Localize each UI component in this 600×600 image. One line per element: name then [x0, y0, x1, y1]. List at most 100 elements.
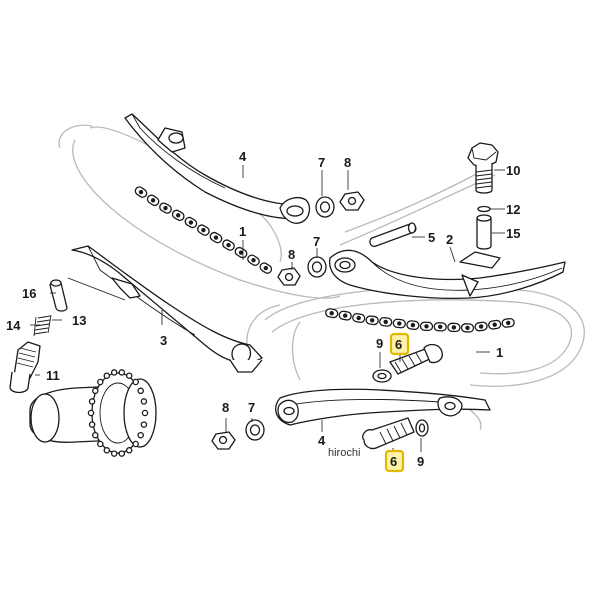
bushing-7-upper	[315, 196, 335, 218]
sprocket-tooth	[141, 409, 149, 417]
sprocket-tooth	[125, 447, 133, 454]
sprocket-tooth	[97, 378, 104, 386]
sprocket-tooth	[118, 450, 126, 457]
callout-4-upper: 4	[239, 149, 247, 164]
chain-link	[488, 319, 502, 330]
callout-1-lower: 1	[496, 345, 503, 360]
callout-7-middle: 7	[313, 234, 320, 249]
ghost-chain-outline-right	[246, 286, 585, 431]
upper-guide-rail	[124, 113, 311, 224]
callout-13: 13	[72, 313, 86, 328]
pin-16	[49, 279, 68, 312]
callout-6-upper: 6	[395, 337, 402, 352]
sprocket-tooth	[88, 421, 96, 428]
tensioner-plug-bolt	[467, 142, 499, 194]
o-ring-12	[477, 205, 491, 213]
callout-8-middle: 8	[288, 247, 295, 262]
spring-13	[33, 314, 52, 337]
sprocket-tooth	[110, 369, 118, 376]
sprocket-tooth	[140, 421, 148, 428]
callout-9-lower: 9	[417, 454, 424, 469]
callout-12: 12	[506, 202, 520, 217]
chain-link	[406, 320, 420, 330]
timing-chain-upper	[134, 186, 273, 274]
callout-5: 5	[428, 230, 435, 245]
sprocket-tooth	[132, 378, 139, 386]
callout-4-lower: 4	[318, 433, 326, 448]
timing-chain-lower	[325, 308, 515, 333]
sprocket-tooth	[137, 387, 144, 395]
chain-link	[197, 224, 210, 236]
chain-link	[338, 310, 352, 321]
chain-link	[171, 209, 185, 221]
chain-tensioner-rail	[329, 249, 566, 300]
tensioner-piston-11	[9, 341, 41, 394]
callout-15: 15	[506, 226, 520, 241]
sprocket-tooth	[92, 431, 99, 439]
callout-14: 14	[6, 318, 21, 333]
leader-lines	[30, 165, 505, 455]
sprocket-tooth	[125, 372, 133, 379]
chain-link	[247, 254, 260, 266]
sprocket-tooth	[103, 372, 111, 379]
callout-7-upper: 7	[318, 155, 325, 170]
sprocket-tooth	[140, 398, 148, 405]
washer-9-upper	[372, 369, 392, 383]
sprocket-tooth	[103, 447, 111, 454]
bolt-6-upper	[389, 343, 443, 375]
sprocket-tooth	[87, 409, 95, 417]
sprocket-tooth	[118, 369, 126, 376]
sprocket-tooth	[137, 431, 144, 439]
lower-guide-rail	[275, 388, 491, 426]
highlight-box-part-6-upper	[389, 332, 410, 356]
callout-16: 16	[22, 286, 36, 301]
highlight-box-part-6-lower	[384, 449, 405, 473]
chain-link	[501, 317, 515, 328]
bushing-7-lower	[245, 419, 265, 441]
chain-link	[419, 321, 434, 332]
sprocket-tooth	[92, 387, 99, 395]
ghost-chain-outline-upper-right	[339, 171, 496, 246]
washer-9-lower	[415, 419, 429, 437]
sleeve-15	[476, 214, 492, 250]
circlip-8-lower	[211, 431, 236, 450]
sprocket-tooth	[132, 440, 139, 448]
chain-link	[460, 323, 475, 333]
dowel-pin	[369, 222, 417, 247]
callout-8-lower: 8	[222, 400, 229, 415]
chain-link	[379, 317, 393, 327]
chain-link	[447, 322, 461, 333]
chain-link	[234, 246, 248, 259]
callout-10: 10	[506, 163, 520, 178]
chain-link	[222, 239, 235, 251]
watermark: hirochi	[328, 447, 360, 459]
chain-link	[134, 186, 148, 198]
chain-link	[392, 318, 406, 329]
sprocket-tooth	[97, 440, 104, 448]
chain-link	[259, 262, 273, 274]
bolt-6-lower	[362, 417, 415, 450]
chain-link	[159, 202, 172, 214]
callout-8-upper: 8	[344, 155, 351, 170]
callout-9-upper: 9	[376, 336, 383, 351]
bushing-7-middle	[307, 256, 327, 278]
chain-link	[365, 315, 379, 326]
callout-11: 11	[46, 368, 60, 383]
callout-3: 3	[160, 333, 167, 348]
callout-2: 2	[446, 232, 453, 247]
sprocket-tooth	[110, 450, 118, 457]
callout-6-lower: 6	[390, 454, 397, 469]
circlip-8-middle	[277, 267, 301, 286]
callout-labels: 4 7 8 10 12 15 1 5 2 8 7 16 14 13 3 9 6 …	[6, 149, 520, 469]
chain-link	[146, 194, 160, 207]
sprocket-teeth	[87, 369, 149, 457]
callout-7-lower: 7	[248, 400, 255, 415]
tensioner-rail	[71, 245, 263, 373]
crankshaft-sprocket	[29, 369, 157, 457]
chain-link	[184, 216, 198, 229]
callout-1-upper: 1	[239, 224, 246, 239]
chain-link	[209, 231, 223, 244]
chain-link	[433, 322, 447, 332]
chain-link	[474, 321, 488, 332]
